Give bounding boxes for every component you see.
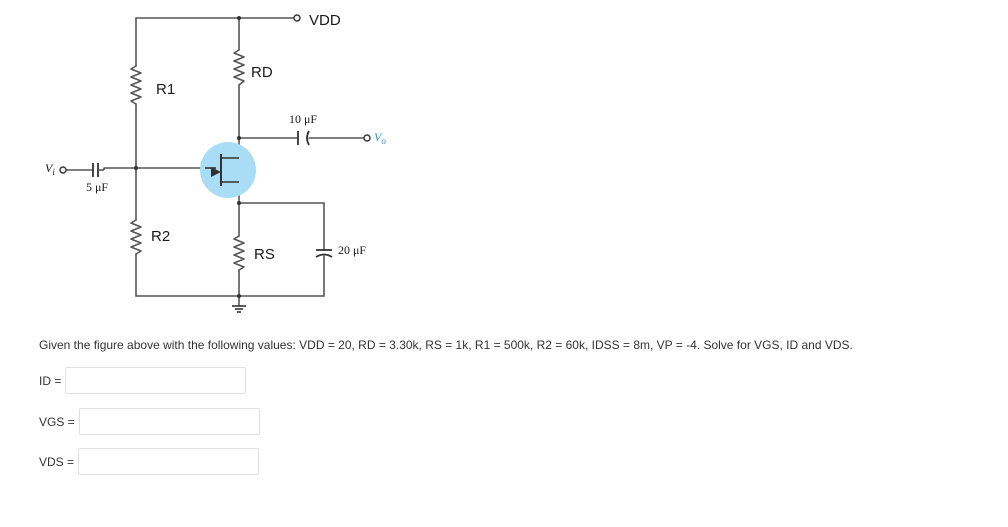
jfet-gate-arrow-icon bbox=[211, 167, 221, 177]
vgs-input[interactable] bbox=[78, 408, 260, 435]
r1-resistor bbox=[130, 65, 142, 105]
rs-resistor bbox=[233, 235, 245, 271]
output-voltage-label: Vo bbox=[374, 130, 386, 146]
circuit-diagram: VDD R1 R2 RD RS 5 μF 10 μF 20 μF Vi Vo bbox=[45, 12, 386, 313]
jfet-highlight bbox=[200, 142, 256, 198]
input-capacitor-symbol bbox=[92, 163, 99, 177]
jfet-symbol bbox=[205, 154, 239, 186]
vdd-terminal-icon bbox=[293, 14, 301, 22]
bypass-cap-label: 20 μF bbox=[338, 243, 366, 257]
junction-dots bbox=[134, 16, 241, 298]
rd-resistor bbox=[233, 49, 245, 86]
rs-label: RS bbox=[254, 246, 275, 263]
answer-row-id: ID = bbox=[39, 367, 247, 394]
output-terminal-icon bbox=[363, 134, 371, 142]
ground-icon bbox=[232, 305, 246, 313]
input-terminal-icon bbox=[59, 166, 67, 174]
question-text: Given the figure above with the followin… bbox=[39, 338, 853, 352]
rd-label: RD bbox=[251, 64, 273, 81]
vgs-label: VGS = bbox=[39, 414, 75, 429]
vds-input[interactable] bbox=[78, 448, 260, 475]
bypass-capacitor-symbol bbox=[315, 249, 333, 258]
input-cap-label: 5 μF bbox=[86, 180, 108, 194]
vds-label: VDS = bbox=[39, 454, 75, 469]
id-input[interactable] bbox=[65, 367, 247, 394]
answer-row-vgs: VGS = bbox=[39, 408, 260, 435]
vdd-label: VDD bbox=[309, 12, 341, 29]
r1-label: R1 bbox=[156, 81, 175, 98]
r2-label: R2 bbox=[151, 228, 170, 245]
output-capacitor-symbol bbox=[297, 130, 310, 146]
answer-row-vds: VDS = bbox=[39, 448, 260, 475]
input-voltage-label: Vi bbox=[45, 161, 55, 177]
r2-resistor bbox=[130, 219, 142, 255]
id-label: ID = bbox=[39, 373, 62, 388]
output-cap-label: 10 μF bbox=[289, 112, 317, 126]
